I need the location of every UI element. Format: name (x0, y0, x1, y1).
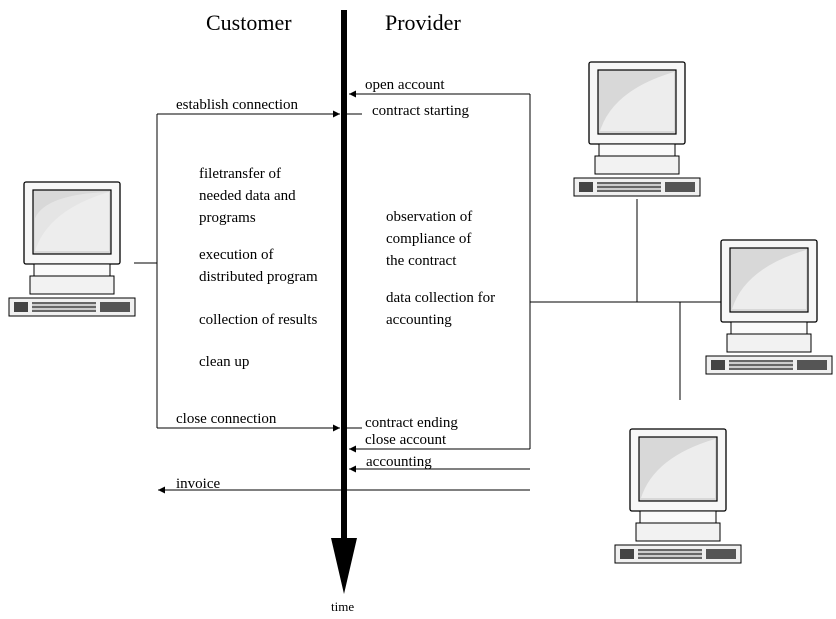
time-label: time (331, 599, 355, 614)
observation-line-3: the contract (386, 253, 457, 269)
provider-computer-1-icon (573, 60, 701, 203)
contract-ending-label: contract ending (365, 415, 458, 431)
customer-computer-icon (8, 180, 136, 323)
close-account-label: close account (365, 432, 447, 448)
customer-header: Customer (206, 10, 292, 35)
data-collection-line-1: data collection for (386, 290, 496, 306)
collection-label: collection of results (199, 312, 318, 328)
filetransfer-line-2: needed data and (199, 188, 296, 204)
invoice-label: invoice (176, 476, 221, 492)
execution-line-2: distributed program (199, 269, 318, 285)
provider-computer-2-icon (705, 238, 833, 381)
cleanup-label: clean up (199, 354, 250, 370)
accounting-label: accounting (366, 454, 432, 470)
establish-connection-label: establish connection (176, 97, 299, 113)
close-connection-label: close connection (176, 411, 277, 427)
timeline-arrowhead (331, 538, 357, 594)
provider-header: Provider (385, 10, 461, 35)
observation-line-1: observation of (386, 209, 473, 225)
filetransfer-line-3: programs (199, 210, 256, 226)
data-collection-line-2: accounting (386, 312, 452, 328)
open-account-label: open account (365, 77, 445, 93)
filetransfer-line-1: filetransfer of (199, 166, 282, 182)
execution-line-1: execution of (199, 247, 274, 263)
observation-line-2: compliance of (386, 231, 472, 247)
provider-computer-3-icon (614, 427, 742, 570)
contract-starting-label: contract starting (372, 103, 470, 119)
